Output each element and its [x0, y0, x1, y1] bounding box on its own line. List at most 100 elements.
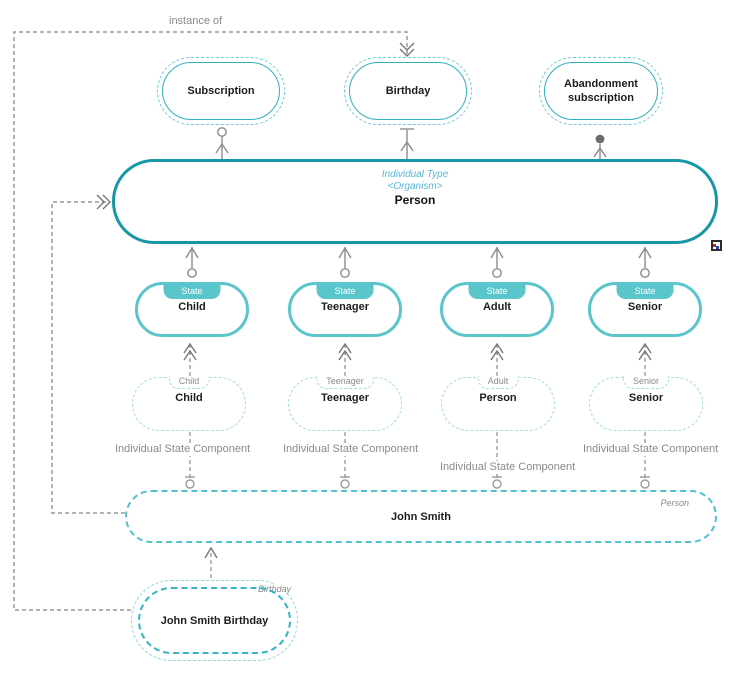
- chevron-up-arrowhead: [204, 546, 218, 559]
- instance-johnsmith-links[interactable]: [185, 432, 650, 489]
- state-name: Child: [178, 301, 206, 313]
- double-chevron-up-arrowhead: [183, 342, 197, 361]
- node-subscription[interactable]: Subscription: [157, 57, 285, 125]
- component-link-teenager[interactable]: [340, 432, 350, 489]
- instance-name: Senior: [628, 392, 664, 404]
- instance-type-tag: Senior: [622, 376, 670, 389]
- double-chevron-up-arrowhead: [638, 342, 652, 361]
- open-circle-terminal: [217, 127, 227, 137]
- state-tag: State: [163, 285, 221, 299]
- open-circle-terminal: [640, 268, 650, 278]
- diagram-reference-icon[interactable]: [711, 240, 722, 251]
- state-node-teenager[interactable]: State Teenager: [288, 282, 402, 337]
- instance-name: Teenager: [320, 392, 370, 404]
- state-node-child[interactable]: State Child: [135, 282, 249, 337]
- state-link-child[interactable]: [185, 246, 199, 278]
- node-john-smith-birthday[interactable]: Birthday John Smith Birthday: [131, 580, 298, 661]
- double-chevron-up-arrowhead: [338, 342, 352, 361]
- state-name: Teenager: [320, 301, 370, 313]
- state-link-adult[interactable]: [490, 246, 504, 278]
- chevron-up-arrowhead: [593, 146, 607, 158]
- john-smith-type-tag: Person: [660, 498, 689, 508]
- node-abandonment-subscription[interactable]: Abandonment subscription: [539, 57, 663, 125]
- person-stereotype-label: <Organism>: [387, 181, 443, 192]
- instance-state-links[interactable]: [183, 342, 652, 376]
- instance-node-adult[interactable]: Adult Person: [441, 376, 555, 431]
- jsb-type-tag: Birthday: [255, 584, 293, 594]
- chevron-up-arrowhead: [400, 140, 414, 152]
- double-chevron-right-arrowhead: [96, 194, 111, 210]
- instance-link-child[interactable]: [183, 342, 197, 376]
- open-circle-terminal: [492, 268, 502, 278]
- instance-node-teenager[interactable]: Teenager Teenager: [288, 376, 402, 431]
- subscription-link[interactable]: [215, 127, 229, 160]
- component-link-child[interactable]: [185, 432, 195, 489]
- dashed-line: [51, 201, 125, 514]
- link-label-teenager-component: Individual State Component: [281, 443, 419, 456]
- dashed-line: [13, 31, 408, 611]
- instance-node-child[interactable]: Child Child: [132, 376, 246, 431]
- open-circle-terminal: [340, 268, 350, 278]
- jsb-johnsmith-link[interactable]: [204, 546, 218, 578]
- chevron-up-arrowhead: [338, 246, 352, 259]
- open-circle-terminal: [340, 479, 350, 489]
- state-node-senior[interactable]: State Senior: [588, 282, 702, 337]
- instance-name: Child: [175, 392, 203, 404]
- instance-of-link-jsb-to-birthday[interactable]: [13, 31, 415, 611]
- chevron-up-arrowhead: [490, 246, 504, 259]
- icon-red-dot: [713, 244, 716, 247]
- person-type-label: Individual Type: [381, 169, 449, 180]
- state-link-senior[interactable]: [638, 246, 652, 278]
- node-label: Abandonment subscription: [564, 78, 638, 104]
- state-name: Adult: [482, 301, 512, 313]
- jsb-name: John Smith Birthday: [160, 614, 269, 627]
- component-link-adult[interactable]: [492, 432, 502, 489]
- chevron-up-arrowhead: [638, 246, 652, 259]
- node-label: Subscription: [187, 85, 255, 97]
- node-person[interactable]: Individual Type <Organism> Person: [112, 159, 718, 244]
- link-label-senior-component: Individual State Component: [581, 443, 719, 456]
- node-label: Birthday: [385, 85, 431, 97]
- node-abandonment-inner-border: Abandonment subscription: [544, 62, 658, 120]
- node-john-smith[interactable]: Person John Smith: [125, 490, 717, 543]
- instance-of-link-johnsmith-to-person[interactable]: [51, 194, 125, 514]
- chevron-up-arrowhead: [185, 246, 199, 259]
- double-chevron-down-arrowhead: [399, 42, 415, 57]
- instance-link-adult[interactable]: [490, 342, 504, 376]
- instance-name: Person: [479, 392, 517, 404]
- instance-link-senior[interactable]: [638, 342, 652, 376]
- person-name: Person: [394, 193, 436, 207]
- birthday-link[interactable]: [400, 128, 414, 160]
- open-circle-terminal: [640, 479, 650, 489]
- jsb-inner-border: John Smith Birthday: [138, 587, 291, 654]
- filled-circle-terminal: [595, 134, 605, 144]
- node-birthday-inner-border: Birthday: [349, 62, 467, 120]
- open-circle-terminal: [187, 268, 197, 278]
- state-link-teenager[interactable]: [338, 246, 352, 278]
- open-circle-terminal: [185, 479, 195, 489]
- node-subscription-inner-border: Subscription: [162, 62, 280, 120]
- double-chevron-up-arrowhead: [490, 342, 504, 361]
- node-birthday[interactable]: Birthday: [344, 57, 472, 125]
- instance-type-tag: Adult: [477, 376, 519, 389]
- open-circle-terminal: [492, 479, 502, 489]
- john-smith-name: John Smith: [391, 510, 451, 523]
- instance-of-link-label: instance of: [166, 15, 226, 27]
- instance-link-teenager[interactable]: [338, 342, 352, 376]
- link-label-child-component: Individual State Component: [113, 443, 251, 456]
- instance-type-tag: Child: [168, 376, 210, 389]
- abandonment-link[interactable]: [593, 134, 607, 160]
- component-link-senior[interactable]: [640, 432, 650, 489]
- instance-type-tag: Teenager: [316, 376, 374, 389]
- state-tag: State: [468, 285, 526, 299]
- link-label-adult-component: Individual State Component: [438, 461, 576, 474]
- person-state-links[interactable]: [185, 246, 652, 278]
- state-node-adult[interactable]: State Adult: [440, 282, 554, 337]
- instance-node-senior[interactable]: Senior Senior: [589, 376, 703, 431]
- state-tag: State: [316, 285, 374, 299]
- state-name: Senior: [627, 301, 663, 313]
- icon-blue-dot: [716, 246, 719, 249]
- chevron-up-arrowhead: [215, 142, 229, 154]
